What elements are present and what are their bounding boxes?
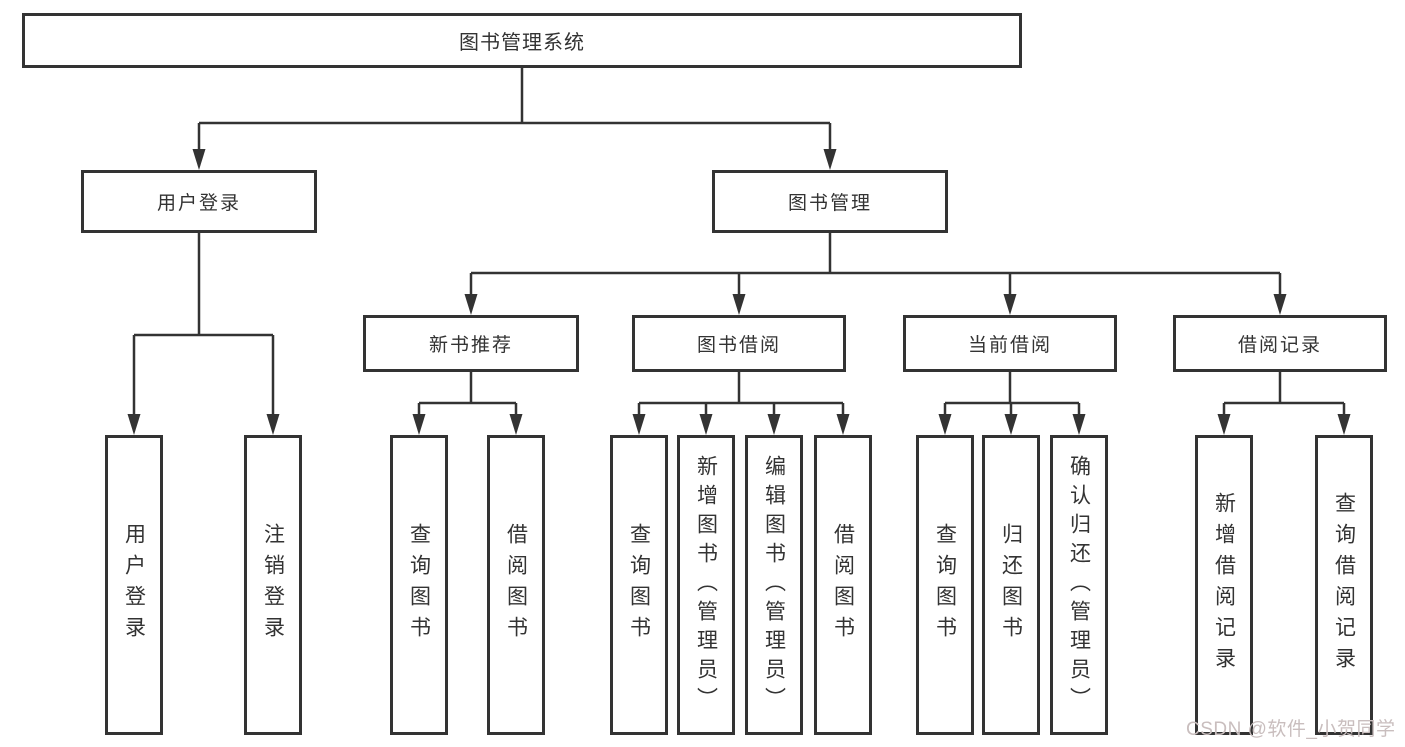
- node-book-management: 图书管理: [712, 170, 948, 233]
- connector-current-to-leaves: [943, 372, 1081, 416]
- leaf-label: 归还图书: [999, 523, 1023, 647]
- leaf-label: 查询图书: [627, 523, 651, 647]
- node-label: 当前借阅: [967, 335, 1052, 356]
- leaf-add-borrow-record: 新增借阅记录: [1195, 435, 1253, 735]
- arrow-icon: [836, 414, 850, 435]
- leaf-label: 查询借阅记录: [1332, 492, 1356, 678]
- arrow-icon: [464, 294, 478, 315]
- leaf-label: 新增图书（管理员）: [694, 454, 718, 716]
- node-label: 图书管理: [787, 193, 872, 214]
- node-label: 图书借阅: [696, 335, 781, 356]
- arrow-icon: [266, 414, 280, 435]
- leaf-label: 查询图书: [933, 523, 957, 647]
- leaf-user-login: 用户登录: [105, 435, 163, 735]
- leaf-logout: 注销登录: [244, 435, 302, 735]
- node-book-management-system: 图书管理系统: [22, 13, 1022, 68]
- arrow-icon: [699, 414, 713, 435]
- leaf-query-borrow-record: 查询借阅记录: [1315, 435, 1373, 735]
- leaf-edit-books-admin: 编辑图书（管理员）: [745, 435, 803, 735]
- connector-book-mgmt-to-level3: [469, 233, 1282, 296]
- leaf-label: 编辑图书（管理员）: [762, 454, 786, 716]
- node-label: 借阅记录: [1237, 335, 1322, 356]
- arrowheads: [127, 149, 1351, 435]
- leaf-label: 查询图书: [407, 523, 431, 647]
- arrow-icon: [1217, 414, 1231, 435]
- connector-borrow-to-leaves: [637, 372, 845, 416]
- leaf-label: 借阅图书: [831, 523, 855, 647]
- node-label: 图书管理系统: [459, 32, 585, 54]
- leaf-label: 借阅图书: [504, 523, 528, 647]
- node-current-borrow: 当前借阅: [903, 315, 1117, 372]
- connector-user-login-to-leaves: [132, 233, 275, 416]
- leaf-label: 用户登录: [122, 523, 146, 647]
- node-new-book-recommend: 新书推荐: [363, 315, 579, 372]
- csdn-watermark: CSDN @软件_小贺同学: [1186, 719, 1396, 740]
- node-label: 用户登录: [156, 193, 241, 214]
- node-user-login: 用户登录: [81, 170, 317, 233]
- arrow-icon: [938, 414, 952, 435]
- node-label: 新书推荐: [428, 335, 513, 356]
- arrow-icon: [1072, 414, 1086, 435]
- connector-records-to-leaves: [1222, 372, 1346, 416]
- node-borrow-records: 借阅记录: [1173, 315, 1387, 372]
- leaf-return-books: 归还图书: [982, 435, 1040, 735]
- leaf-query-books-recommend: 查询图书: [390, 435, 448, 735]
- leaf-add-books-admin: 新增图书（管理员）: [677, 435, 735, 735]
- leaf-borrow-books: 借阅图书: [814, 435, 872, 735]
- arrow-icon: [767, 414, 781, 435]
- arrow-icon: [1004, 414, 1018, 435]
- leaf-label: 确认归还（管理员）: [1067, 454, 1091, 716]
- leaf-confirm-return-admin: 确认归还（管理员）: [1050, 435, 1108, 735]
- leaf-query-books-current: 查询图书: [916, 435, 974, 735]
- arrow-icon: [1003, 294, 1017, 315]
- arrow-icon: [632, 414, 646, 435]
- connector-new-book-to-leaves: [417, 372, 518, 416]
- connector-root-to-level2: [197, 68, 832, 151]
- arrow-icon: [509, 414, 523, 435]
- arrow-icon: [823, 149, 837, 170]
- arrow-icon: [412, 414, 426, 435]
- leaf-label: 注销登录: [261, 523, 285, 647]
- node-book-borrow: 图书借阅: [632, 315, 846, 372]
- arrow-icon: [1273, 294, 1287, 315]
- arrow-icon: [127, 414, 141, 435]
- arrow-icon: [192, 149, 206, 170]
- leaf-label: 新增借阅记录: [1212, 492, 1236, 678]
- arrow-icon: [1337, 414, 1351, 435]
- leaf-query-books-borrow: 查询图书: [610, 435, 668, 735]
- arrow-icon: [732, 294, 746, 315]
- leaf-borrow-books-recommend: 借阅图书: [487, 435, 545, 735]
